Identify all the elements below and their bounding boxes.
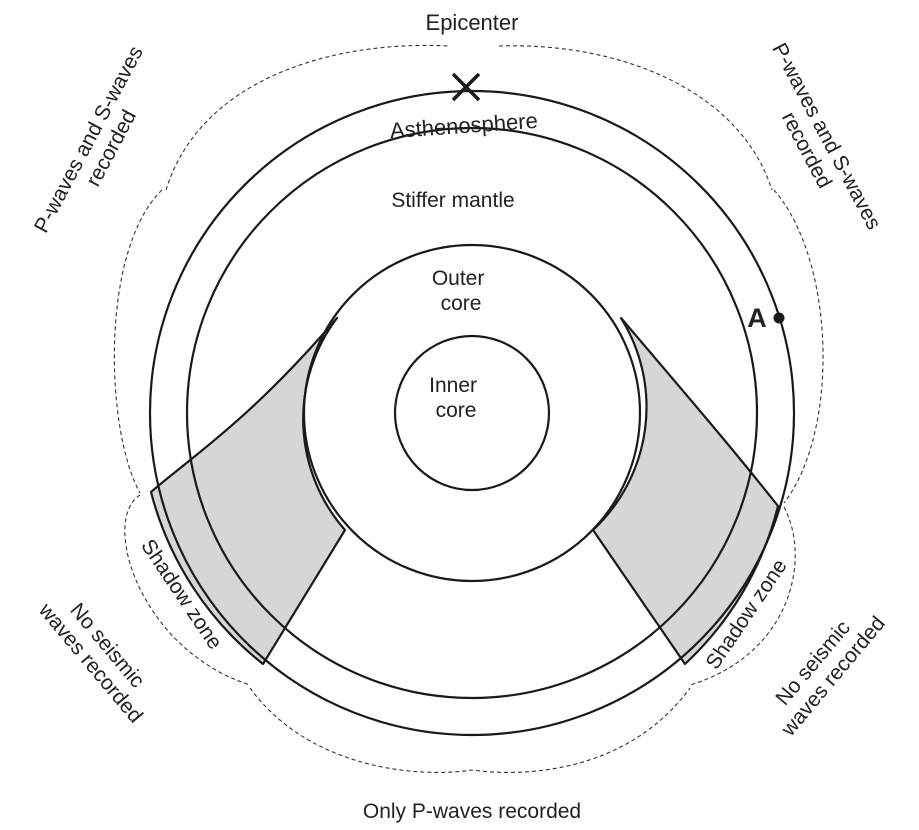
shadow-zone-right <box>591 316 780 666</box>
brace-bottom <box>249 687 691 773</box>
svg-text:No seismic waves recorde: No seismic waves recorded <box>33 583 165 728</box>
point-a-label: A <box>747 303 767 333</box>
brace-upper-left <box>113 189 163 494</box>
pwaves-swaves-right-label: P-waves and S-waves recorded <box>746 39 888 250</box>
no-seismic-left-label: No seismic waves recorded <box>33 583 165 728</box>
inner-core-boundary <box>393 334 551 492</box>
only-p-waves-label: Only P-waves recorded <box>363 800 581 823</box>
brace-lower-left <box>124 494 251 686</box>
outer-core-label: Outer core <box>432 267 490 315</box>
svg-text:P-waves and S-waves reco: P-waves and S-waves recorded <box>30 37 172 248</box>
svg-text:P-waves and S-waves reco: P-waves and S-waves recorded <box>746 39 888 250</box>
point-a-dot-icon <box>773 312 785 324</box>
epicenter-label: Epicenter <box>426 10 519 35</box>
brace-upper-right <box>773 189 824 504</box>
brace-top <box>165 44 773 191</box>
outer-core-boundary <box>302 243 642 583</box>
asthenosphere-boundary <box>185 126 759 700</box>
pwaves-swaves-left-label: P-waves and S-waves recorded <box>30 37 172 248</box>
inner-core-label: Inner core <box>429 374 483 422</box>
svg-text:No seismic waves recorde: No seismic waves recorded <box>758 597 890 742</box>
epicenter-x-icon <box>451 72 481 102</box>
asthenosphere-label: Asthenosphere <box>389 108 538 143</box>
brace-lower-right <box>689 506 796 686</box>
no-seismic-right-label: No seismic waves recorded <box>758 597 890 742</box>
stiffer-mantle-label: Stiffer mantle <box>391 189 514 212</box>
